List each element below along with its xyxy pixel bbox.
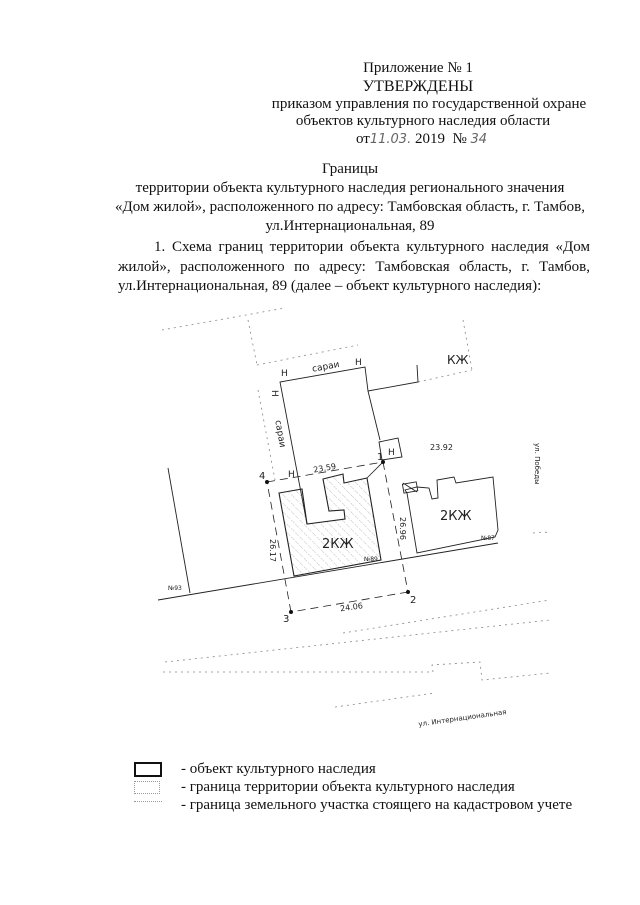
order-line-1: приказом управления по государственной о… bbox=[271, 96, 587, 112]
handwritten-date: 11.03. bbox=[369, 132, 412, 147]
dotted-rectangle-icon bbox=[134, 781, 160, 794]
label-n: Н bbox=[288, 470, 295, 480]
point-label-2: 2 bbox=[410, 595, 416, 606]
shed-outline bbox=[279, 366, 381, 525]
dotted-line-icon bbox=[134, 801, 162, 802]
cadastral-line bbox=[161, 307, 286, 331]
small-outbuilding bbox=[378, 437, 403, 461]
handwritten-number: 34 bbox=[470, 132, 488, 147]
legend-item-heritage-object: - объект культурного наследия bbox=[181, 761, 376, 777]
paragraph-line-1: 1. Схема границ территории объекта культ… bbox=[154, 239, 590, 255]
title-line-1: Границы bbox=[321, 161, 379, 177]
label-n: Н bbox=[269, 390, 279, 397]
paragraph-line-3: ул.Интернациональная, 89 (далее – объект… bbox=[118, 278, 542, 294]
point-marker bbox=[265, 480, 269, 484]
title-line-3: «Дом жилой», расположенного по адресу: Т… bbox=[115, 199, 585, 215]
fence-line bbox=[367, 364, 419, 392]
label-main-building: 2КЖ bbox=[322, 537, 354, 552]
cadastral-line bbox=[342, 599, 551, 634]
label-house-87: №87 bbox=[481, 535, 495, 542]
territory-boundary bbox=[266, 461, 409, 613]
label-street-internatsionalnaya: ул. Интернациональная bbox=[418, 708, 507, 728]
street-frontage-line bbox=[157, 542, 499, 601]
cadastral-line bbox=[247, 319, 258, 366]
label-n: Н bbox=[281, 369, 288, 379]
title-line-2: территории объекта культурного наследия … bbox=[135, 180, 565, 196]
neighbor-building-87 bbox=[404, 476, 499, 554]
label-right-building: 2КЖ bbox=[440, 509, 472, 524]
year: 2019 bbox=[414, 131, 445, 147]
boundary-segment-2-3 bbox=[290, 591, 409, 613]
label-shed-top: сараи bbox=[311, 360, 340, 375]
cadastral-line bbox=[256, 344, 359, 366]
cadastral-line bbox=[417, 369, 473, 383]
cadastral-boundaries bbox=[161, 307, 551, 708]
point-label-3: 3 bbox=[283, 614, 289, 625]
order-date-line: от11.03. 2019 № 34 bbox=[356, 131, 487, 148]
neighbor-boundary bbox=[167, 467, 191, 594]
label-n: Н bbox=[388, 448, 395, 458]
approved-heading: УТВЕРЖДЕНЫ bbox=[362, 78, 474, 95]
label-shed-side: сараи bbox=[272, 419, 287, 448]
point-label-1: 1 bbox=[377, 452, 383, 463]
date-prefix: от bbox=[356, 131, 370, 147]
boundary-points bbox=[265, 460, 410, 614]
title-line-4: ул.Интернациональная, 89 bbox=[265, 218, 435, 234]
boundary-segment-3-4 bbox=[266, 481, 292, 613]
buildings bbox=[157, 364, 499, 601]
scheme-paragraph: 1. Схема границ территории объекта культ… bbox=[118, 238, 590, 297]
label-dim-left: 26.17 bbox=[268, 539, 277, 562]
label-n: Н bbox=[355, 358, 362, 368]
cadastral-line bbox=[334, 692, 436, 708]
label-dim-right: 26.96 bbox=[398, 517, 407, 540]
point-marker bbox=[406, 590, 410, 594]
solid-rectangle-icon bbox=[134, 762, 162, 777]
crossed-box bbox=[401, 481, 419, 494]
label-dim-neighbor: 23.92 bbox=[430, 443, 453, 452]
label-house-93: №93 bbox=[168, 585, 182, 592]
label-house-89: №89 bbox=[364, 556, 378, 563]
boundary-segment-1-2 bbox=[382, 461, 409, 593]
paragraph-line-2: жилой», расположенного по адресу: Тамбов… bbox=[118, 258, 590, 275]
point-marker bbox=[289, 610, 293, 614]
legend-item-cadastral-boundary: - граница земельного участка стоящего на… bbox=[181, 797, 573, 813]
order-line-2: объектов культурного наследия области bbox=[295, 113, 551, 129]
label-kzh: КЖ bbox=[447, 353, 469, 367]
leader-line bbox=[366, 461, 384, 479]
cadastral-line bbox=[462, 319, 473, 371]
boundary-segment-4-1 bbox=[266, 461, 384, 483]
cadastral-line bbox=[257, 389, 276, 481]
label-dim-bottom: 24.06 bbox=[340, 601, 364, 613]
appendix-number: Приложение № 1 bbox=[363, 60, 473, 76]
number-sign: № bbox=[452, 131, 467, 147]
crossed-box-line bbox=[402, 482, 418, 493]
label-street-pobedy: ул. Победы bbox=[533, 443, 541, 485]
cadastral-line bbox=[431, 661, 551, 681]
label-dim-top: 23.59 bbox=[313, 462, 337, 475]
cadastral-line bbox=[164, 619, 551, 663]
cadastral-line bbox=[532, 531, 551, 534]
legend-item-territory-boundary: - граница территории объекта культурного… bbox=[181, 779, 515, 795]
point-marker bbox=[381, 460, 385, 464]
heritage-object-outline bbox=[278, 473, 382, 577]
point-label-4: 4 bbox=[259, 471, 265, 482]
